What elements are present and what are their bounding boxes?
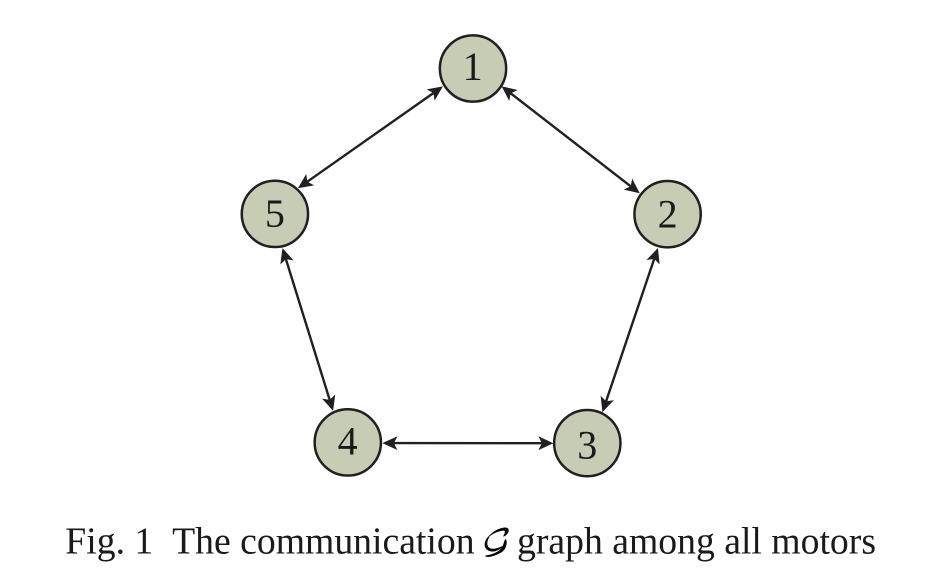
svg-text:5: 5 <box>265 191 285 236</box>
svg-text:2: 2 <box>658 191 678 236</box>
svg-text:4: 4 <box>338 419 358 464</box>
svg-text:3: 3 <box>577 422 597 467</box>
svg-text:graph among all motors: graph among all motors <box>517 520 876 562</box>
svg-text:1: 1 <box>463 44 483 89</box>
svg-text:Fig. 1 The communication: Fig. 1 The communication <box>65 520 474 562</box>
